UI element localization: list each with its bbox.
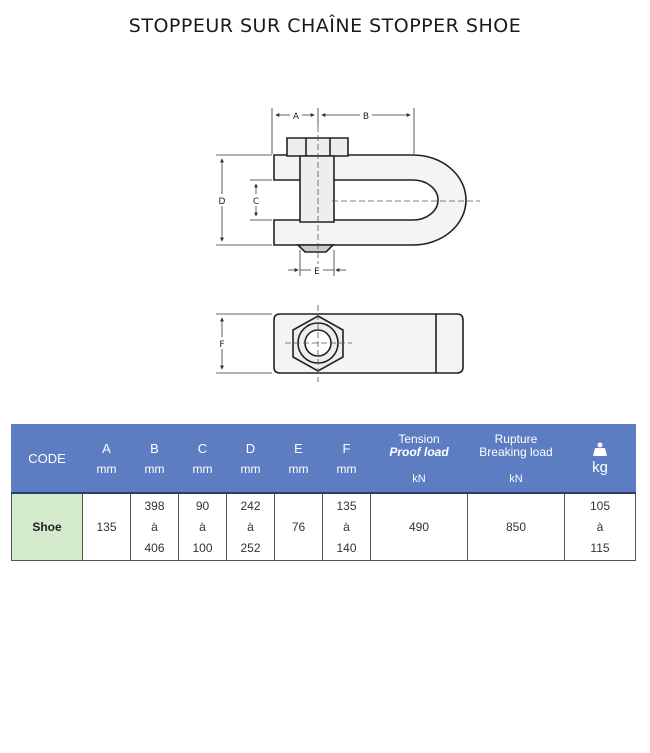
dim-label-c: C [253,197,259,207]
shackle-side-view [273,313,464,374]
header-code: CODE [11,424,83,494]
cell-tension: 490 [370,492,468,561]
header-weight: kg [564,424,636,494]
cell-e: 76 [274,492,323,561]
weight-icon [593,442,607,456]
dim-label-e: E [314,267,320,277]
cell-rupture: 850 [467,492,565,561]
page-title: STOPPEUR SUR CHAÎNE STOPPER SHOE [128,15,522,37]
dim-label-f: F [219,340,224,350]
shackle-technical-drawing: A B D C E F [216,108,480,382]
dim-label-b: B [363,112,369,122]
dim-label-a: A [293,112,300,122]
cell-a: 135 [82,492,131,561]
cell-code: Shoe [11,492,83,561]
dim-label-d: D [219,197,226,207]
shackle-top-view [273,137,467,253]
